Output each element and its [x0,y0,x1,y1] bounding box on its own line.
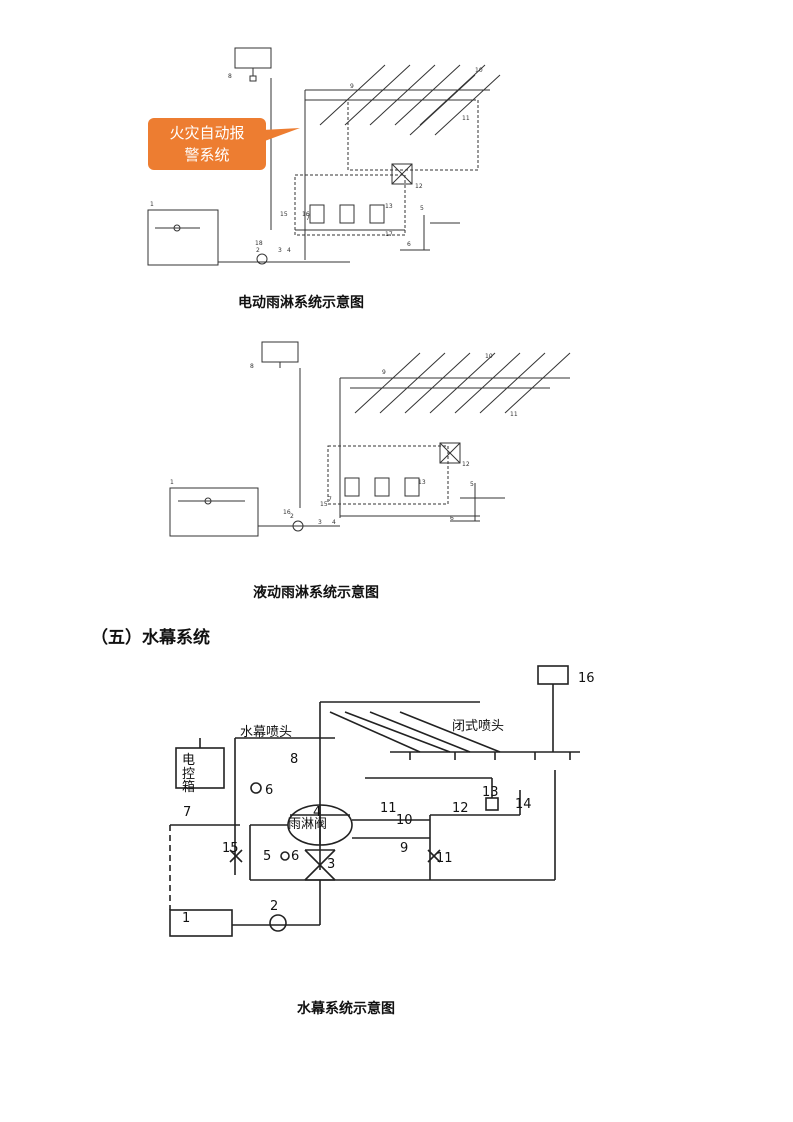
svg-text:3: 3 [318,519,322,526]
svg-text:5: 5 [420,205,424,212]
svg-text:15: 15 [222,841,239,856]
svg-text:9: 9 [350,83,354,90]
svg-text:14: 14 [515,797,532,812]
svg-text:5: 5 [470,481,474,488]
svg-text:4: 4 [313,805,321,820]
svg-text:8: 8 [228,73,232,80]
section-heading: （五）水幕系统 [91,628,210,648]
svg-text:13: 13 [482,785,499,800]
svg-text:16: 16 [302,211,310,218]
svg-text:17: 17 [385,231,393,238]
hydraulic-deluge-diagram: 8 9 10 11 12 13 15 16 1 2 3 4 5 6 7 [169,341,571,537]
svg-text:16: 16 [578,671,595,686]
svg-text:7: 7 [183,805,191,820]
closed-head-label: 闭式喷头 [452,719,504,734]
svg-text:12: 12 [415,183,423,190]
callout-pointer [262,128,300,142]
svg-text:2: 2 [270,899,278,914]
svg-text:6: 6 [450,515,454,522]
svg-text:6: 6 [407,241,411,248]
svg-text:2: 2 [256,247,260,254]
svg-text:12: 12 [452,801,469,816]
svg-text:16: 16 [283,509,291,516]
svg-text:10: 10 [485,353,493,360]
svg-text:1: 1 [150,201,154,208]
svg-text:13: 13 [418,479,426,486]
water-curtain-head-label: 水幕喷头 [240,725,292,740]
svg-text:1: 1 [170,479,174,486]
svg-text:7: 7 [306,215,310,222]
svg-text:3: 3 [278,247,282,254]
svg-text:11: 11 [380,801,397,816]
svg-text:4: 4 [332,519,336,526]
svg-text:2: 2 [290,513,294,520]
callout-line-1: 火灾自动报 [169,124,245,142]
svg-text:8: 8 [250,363,254,370]
svg-text:10: 10 [475,67,483,74]
svg-text:3: 3 [327,857,335,872]
svg-text:12: 12 [462,461,470,468]
svg-text:9: 9 [400,841,408,856]
svg-text:6: 6 [265,783,273,798]
callout-line-2: 警系统 [184,146,230,164]
svg-text:11: 11 [510,411,518,418]
figure-2-caption: 液动雨淋系统示意图 [253,585,379,601]
svg-text:11: 11 [462,115,470,122]
svg-text:控: 控 [182,767,195,782]
figure-3-caption: 水幕系统示意图 [297,1001,395,1017]
svg-text:箱: 箱 [182,779,195,795]
svg-text:13: 13 [385,203,393,210]
svg-text:5: 5 [263,849,271,864]
svg-text:10: 10 [396,813,413,828]
svg-text:电: 电 [182,753,195,768]
svg-text:8: 8 [290,752,298,767]
fire-alarm-callout: 火灾自动报 警系统 [148,118,266,170]
svg-text:6: 6 [291,849,299,864]
svg-text:18: 18 [255,240,263,247]
svg-text:7: 7 [328,496,332,503]
svg-text:15: 15 [280,211,288,218]
svg-text:9: 9 [382,369,386,376]
svg-text:4: 4 [287,247,291,254]
svg-text:1: 1 [182,911,190,926]
figure-1-caption: 电动雨淋系统示意图 [238,295,364,311]
svg-text:11: 11 [436,851,453,866]
svg-text:15: 15 [320,501,328,508]
svg-text:雨淋阀: 雨淋阀 [288,817,327,832]
